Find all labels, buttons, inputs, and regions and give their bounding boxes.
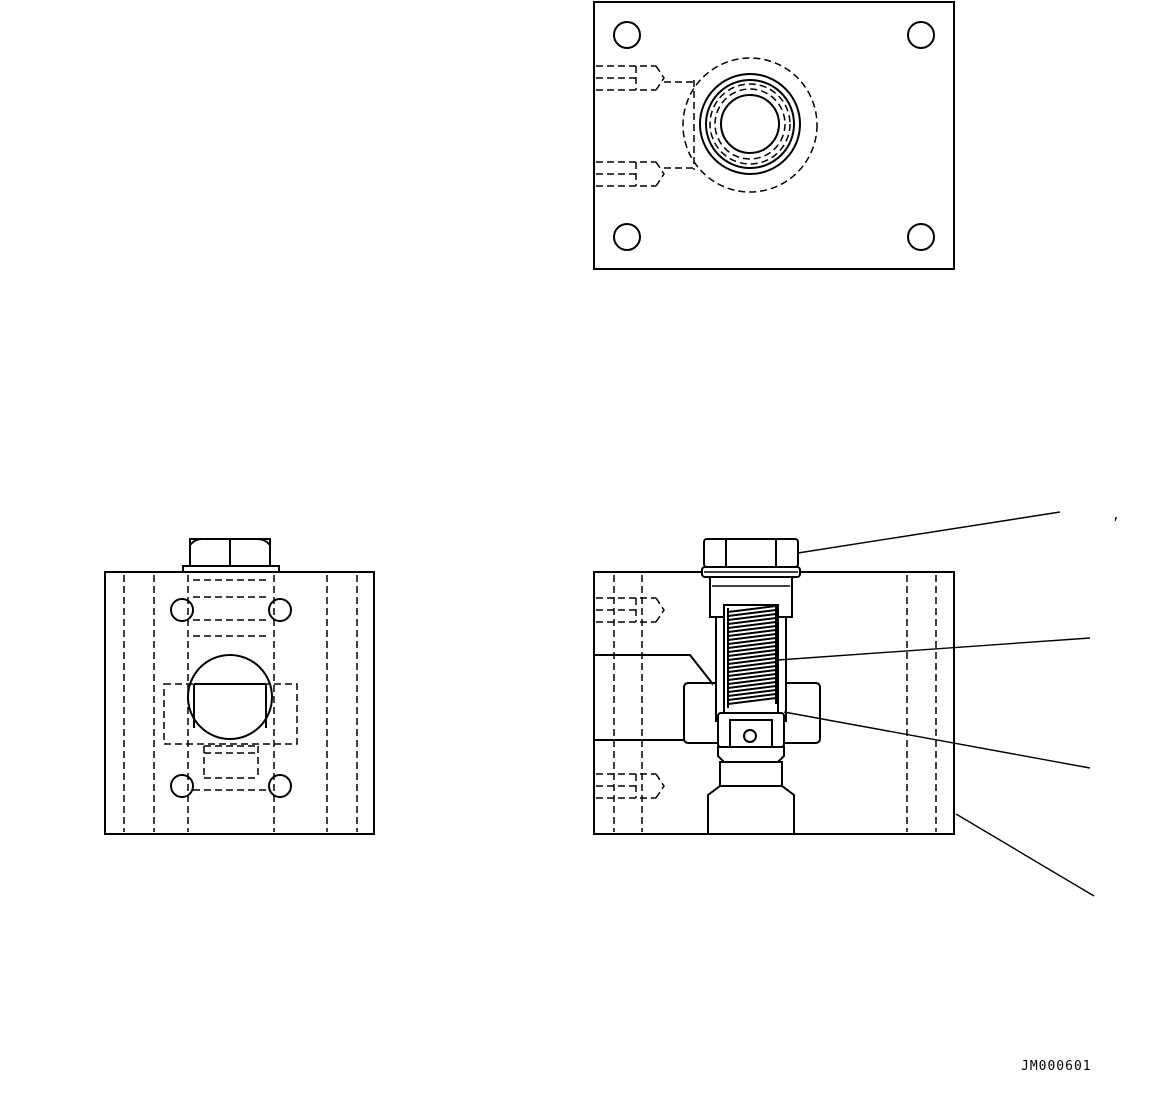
side-port-upper-right (268, 598, 292, 622)
side-view-cross-port-hidden (163, 683, 298, 745)
front-view-upper-port-hidden (596, 597, 665, 623)
callout-leader-body (955, 813, 1095, 897)
top-view-body-outline (593, 1, 955, 270)
plug-thread-inner-hidden (714, 88, 786, 160)
drawing-reference-code: JM000601 (1021, 1059, 1092, 1074)
callout-mark: , (1112, 508, 1121, 523)
side-view (104, 538, 375, 835)
front-view-lower-port-hidden (596, 773, 665, 799)
callout-leader-spring (777, 637, 1091, 661)
mounting-hole-top-left (613, 21, 641, 49)
valve-cavity-hidden (682, 57, 818, 193)
plug-thread-hidden (709, 83, 791, 165)
top-view (593, 1, 955, 270)
side-view-body-outline (104, 571, 375, 835)
top-view-upper-port-hidden (596, 65, 696, 91)
side-port-lower-left (170, 774, 194, 798)
mounting-hole-bottom-right (907, 223, 935, 251)
valve-poppet (707, 712, 795, 835)
mounting-hole-top-right (907, 21, 935, 49)
mounting-hole-bottom-left (613, 223, 641, 251)
plug-outer-circle (705, 79, 795, 169)
valve-spring (727, 604, 777, 708)
front-section-view (593, 511, 1095, 897)
callout-leader-poppet (783, 711, 1091, 769)
plug-center-circle (720, 94, 780, 154)
callout-leader-plug (797, 511, 1061, 554)
side-port-lower-right (268, 774, 292, 798)
top-view-lower-port-hidden (596, 161, 694, 187)
side-port-upper-left (170, 598, 194, 622)
side-view-center-port (187, 654, 273, 740)
side-view-plug-flange (182, 565, 280, 573)
plug-flange-circle (699, 73, 801, 175)
front-view-upper-passage (594, 654, 713, 686)
